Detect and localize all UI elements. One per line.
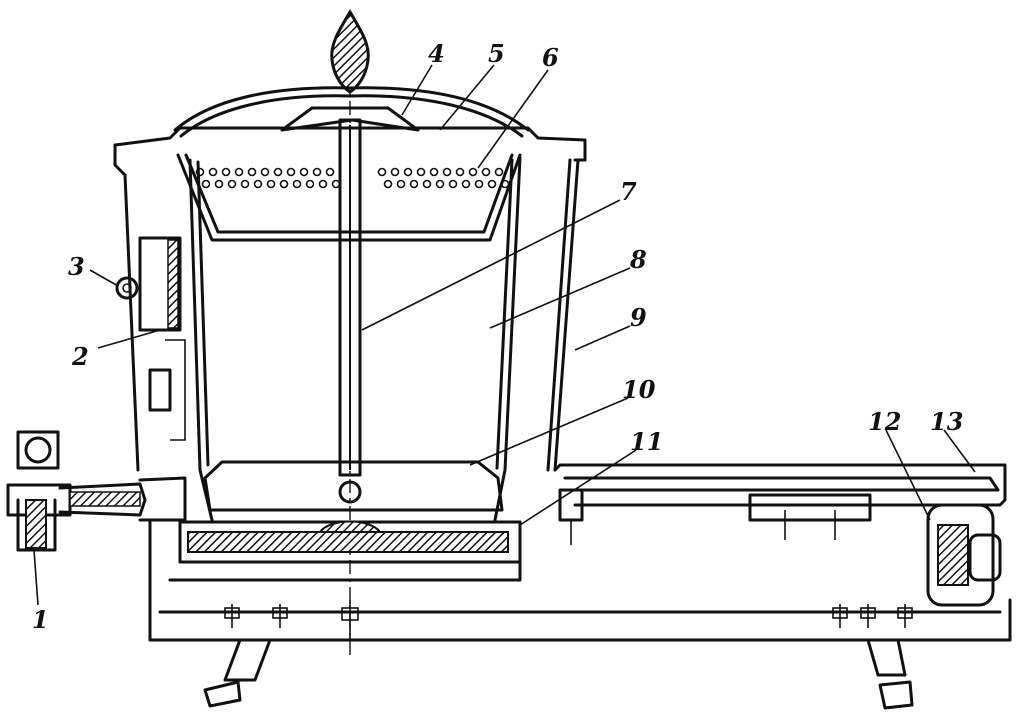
perforation-hole	[266, 179, 276, 189]
perforation-hole	[403, 167, 413, 177]
tap-spout	[16, 498, 57, 552]
perforation-hole	[279, 179, 289, 189]
perforation-hole	[409, 179, 419, 189]
left-leg	[223, 638, 272, 682]
perforation-hole	[286, 167, 296, 177]
perforation-hole	[240, 179, 250, 189]
switch-knob	[968, 533, 1002, 582]
perforation-hole	[325, 167, 335, 177]
housing-left-rim	[113, 143, 127, 177]
label-2: 2	[71, 342, 89, 371]
label-8: 8	[629, 245, 647, 274]
percolator-tube	[338, 118, 362, 477]
perforation-hole	[481, 167, 491, 177]
tank-right-wall-inner	[495, 158, 514, 470]
perforation-hole	[208, 167, 218, 177]
right-leg	[866, 638, 907, 677]
pipe-flange	[138, 476, 187, 522]
label-9: 9	[630, 303, 647, 332]
perforation-hole	[396, 179, 406, 189]
perforation-hole	[435, 179, 445, 189]
label-10: 10	[622, 375, 656, 404]
label-4: 4	[428, 39, 445, 68]
lid-finial	[330, 9, 370, 94]
perforation-hole	[273, 167, 283, 177]
perforation-hole	[416, 167, 426, 177]
outer-shell-right	[553, 158, 580, 472]
label-5: 5	[488, 39, 505, 68]
perforation-hole	[487, 179, 497, 189]
side-tray	[553, 463, 1007, 507]
heater-tray	[168, 520, 522, 582]
perforation-hole	[227, 179, 237, 189]
control-switch-housing	[926, 503, 995, 607]
perforation-hole	[383, 179, 393, 189]
domed-lid-inner	[179, 94, 524, 138]
tank-bottom	[203, 460, 504, 512]
perforation-hole	[474, 179, 484, 189]
perforation-hole	[390, 167, 400, 177]
gauge-bracket	[148, 368, 172, 412]
perforation-hole	[429, 167, 439, 177]
perforation-hole	[331, 179, 341, 189]
perforation-hole	[221, 167, 231, 177]
perforation-hole	[422, 179, 432, 189]
perforation-hole	[195, 167, 205, 177]
perforation-hole	[234, 167, 244, 177]
perforation-hole	[318, 179, 328, 189]
perforation-hole	[448, 179, 458, 189]
perforation-hole	[461, 179, 471, 189]
outer-shell-right-inner	[546, 158, 572, 472]
tube-valve	[338, 480, 362, 504]
label-7: 7	[620, 177, 637, 206]
label-1: 1	[32, 605, 49, 634]
perforation-hole	[299, 167, 309, 177]
tray-bracket	[748, 493, 872, 522]
perforation-hole	[442, 167, 452, 177]
label-11: 11	[630, 427, 663, 456]
base-frame	[148, 518, 1012, 642]
perforation-hole	[247, 167, 257, 177]
base-bolts	[224, 600, 913, 640]
perforation-hole	[312, 167, 322, 177]
perforation-hole	[500, 179, 510, 189]
perforation-hole	[201, 179, 211, 189]
label-12: 12	[868, 407, 901, 436]
perforation-hole	[260, 167, 270, 177]
housing-top-rim	[113, 126, 587, 162]
left-foot	[203, 680, 242, 708]
side-tray-inner	[563, 476, 1000, 492]
tank-right-wall	[493, 156, 522, 522]
perforation-hole	[468, 167, 478, 177]
label-13: 13	[930, 407, 963, 436]
control-switch	[937, 524, 969, 586]
tap-head	[16, 430, 60, 470]
side-fitting	[115, 276, 139, 300]
filter-perforations	[195, 167, 510, 189]
label-6: 6	[542, 43, 559, 72]
perforation-hole	[214, 179, 224, 189]
perforation-hole	[305, 179, 315, 189]
heating-element	[187, 531, 509, 553]
perforation-hole	[455, 167, 465, 177]
perforation-hole	[377, 167, 387, 177]
tank-left-wall-inner	[196, 160, 210, 467]
label-3: 3	[68, 252, 85, 281]
perforation-hole	[253, 179, 263, 189]
perforation-hole	[494, 167, 504, 177]
tap-pipe	[58, 482, 147, 517]
outer-shell-left	[123, 173, 140, 472]
domed-lid	[173, 86, 530, 132]
right-foot	[878, 680, 914, 710]
tap-body	[6, 483, 72, 517]
callout-labels: 1 2 3 4 5 6 7 8 9 10 11 12 13	[32, 39, 963, 634]
leader-lines	[33, 64, 976, 606]
perforation-hole	[292, 179, 302, 189]
